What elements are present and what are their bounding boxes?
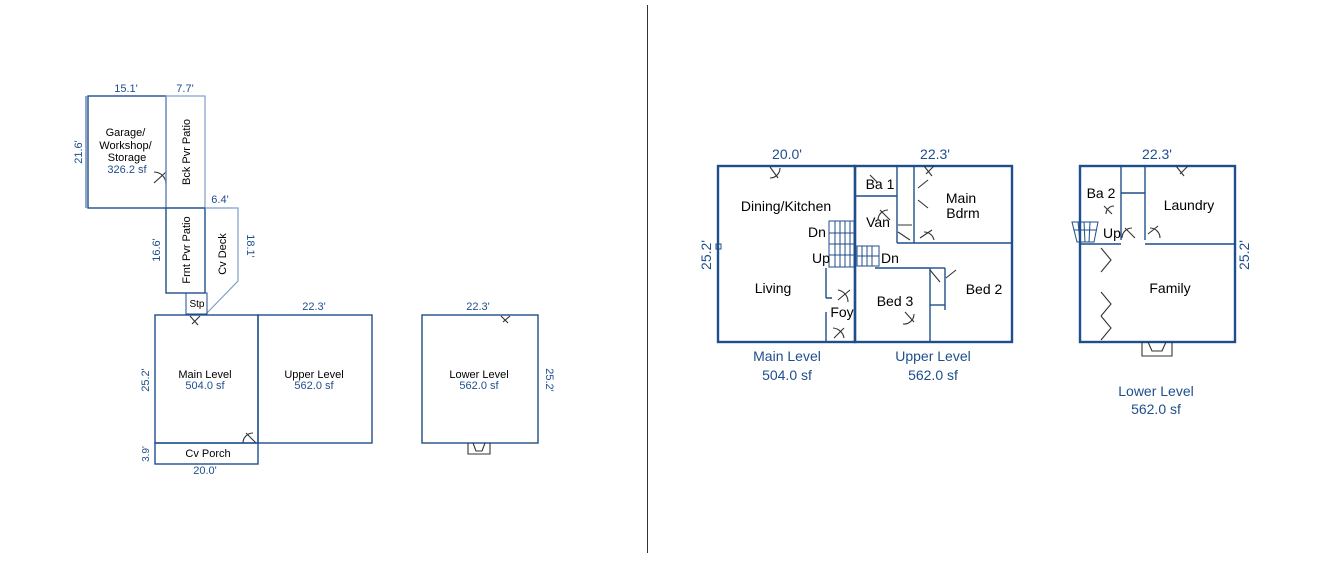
- upper-level-plan: Ba 1 Van Main Bdrm Bed 3 Bed 2 Dn 22.3' …: [853, 146, 1014, 383]
- cv-porch-outline: [154, 442, 259, 465]
- main-footprint-depth-dim: 25.2': [140, 368, 152, 392]
- main-level-plan: Dining/Kitchen Living Foy Dn Up 20.0' 25…: [698, 146, 857, 383]
- stair-up-label: Up: [812, 250, 830, 266]
- cv-porch-depth-dim: 3.9': [141, 446, 152, 462]
- upper-footprint-width-dim: 22.3': [302, 301, 326, 313]
- upper-footprint-label: Upper Level: [284, 369, 343, 381]
- stp-label: Stp: [189, 299, 204, 310]
- room-family: Family: [1149, 280, 1190, 296]
- lower-depth-dim: 25.2': [1236, 240, 1252, 270]
- bck-patio-label: Bck Pvr Patio: [181, 119, 193, 185]
- upper-level-area: 562.0 sf: [908, 367, 958, 383]
- stp-outline: [185, 292, 208, 315]
- frnt-patio-label: Frnt Pvr Patio: [181, 216, 193, 283]
- room-bed2: Bed 2: [966, 281, 1003, 297]
- main-level-area: 504.0 sf: [762, 367, 812, 383]
- lower-stair-up-label: Up: [1103, 225, 1121, 241]
- lower-footprint-depth-dim: 25.2': [543, 368, 555, 392]
- room-ba1: Ba 1: [866, 176, 895, 192]
- lower-level-title: Lower Level: [1118, 383, 1194, 399]
- cv-deck-label: Cv Deck: [217, 233, 229, 275]
- main-footprint-area: 504.0 sf: [185, 380, 225, 392]
- lower-stair: [1071, 221, 1099, 243]
- room-laundry: Laundry: [1164, 197, 1215, 213]
- garage-label: Garage/ Workshop/ Storage: [99, 127, 154, 164]
- cv-deck-depth-dim: 18.1': [244, 234, 256, 258]
- upper-footprint-area: 562.0 sf: [294, 380, 334, 392]
- room-bed3: Bed 3: [877, 293, 914, 309]
- room-van: Van: [866, 214, 890, 230]
- lower-footprint-width-dim: 22.3': [466, 301, 490, 313]
- lower-footprint-area: 562.0 sf: [459, 380, 499, 392]
- lower-width-dim: 22.3': [1142, 146, 1172, 162]
- lower-level-plan: Ba 2 Laundry Family Up 22.3' 25.2' Lower…: [1071, 146, 1252, 417]
- room-dining-kitchen: Dining/Kitchen: [741, 198, 831, 214]
- upper-footprint-outline: [257, 314, 373, 444]
- bck-patio-width-dim: 7.7': [176, 83, 193, 95]
- upper-level-title: Upper Level: [895, 348, 971, 364]
- main-depth-dim: 25.2': [698, 240, 714, 270]
- lower-level-outline: [1078, 164, 1237, 344]
- lower-egress-well-detail: [1141, 341, 1173, 357]
- cv-porch-width-dim: 20.0': [193, 465, 217, 477]
- garage-depth-dim: 21.6': [73, 140, 85, 164]
- upper-width-dim: 22.3': [920, 146, 950, 162]
- cv-porch-label: Cv Porch: [185, 448, 230, 460]
- cv-deck-outline: [205, 207, 239, 315]
- lower-footprint-outline: [421, 314, 539, 444]
- cv-deck-width-dim: 6.4': [211, 194, 228, 206]
- room-main-bdrm: Main Bdrm: [946, 190, 980, 221]
- site-plan: Garage/ Workshop/ Storage 326.2 sf 15.1'…: [73, 83, 555, 477]
- upper-stair: [856, 245, 880, 267]
- lower-footprint-label: Lower Level: [449, 369, 508, 381]
- garage-area: 326.2 sf: [107, 164, 147, 176]
- main-footprint-label: Main Level: [178, 369, 231, 381]
- upper-stair-dn-label: Dn: [881, 250, 899, 266]
- room-living: Living: [755, 280, 792, 296]
- stair-dn-label: Dn: [808, 224, 826, 240]
- frnt-patio-depth-dim: 16.6': [151, 238, 163, 262]
- lower-egress-well: [467, 442, 491, 455]
- main-stair: [828, 220, 855, 268]
- room-foy: Foy: [830, 304, 853, 320]
- main-width-dim: 20.0': [772, 146, 802, 162]
- main-entry-door: [189, 315, 201, 326]
- main-level-title: Main Level: [753, 348, 821, 364]
- garage-width-dim: 15.1': [114, 83, 138, 95]
- room-ba2: Ba 2: [1087, 185, 1116, 201]
- lower-level-area: 562.0 sf: [1131, 401, 1181, 417]
